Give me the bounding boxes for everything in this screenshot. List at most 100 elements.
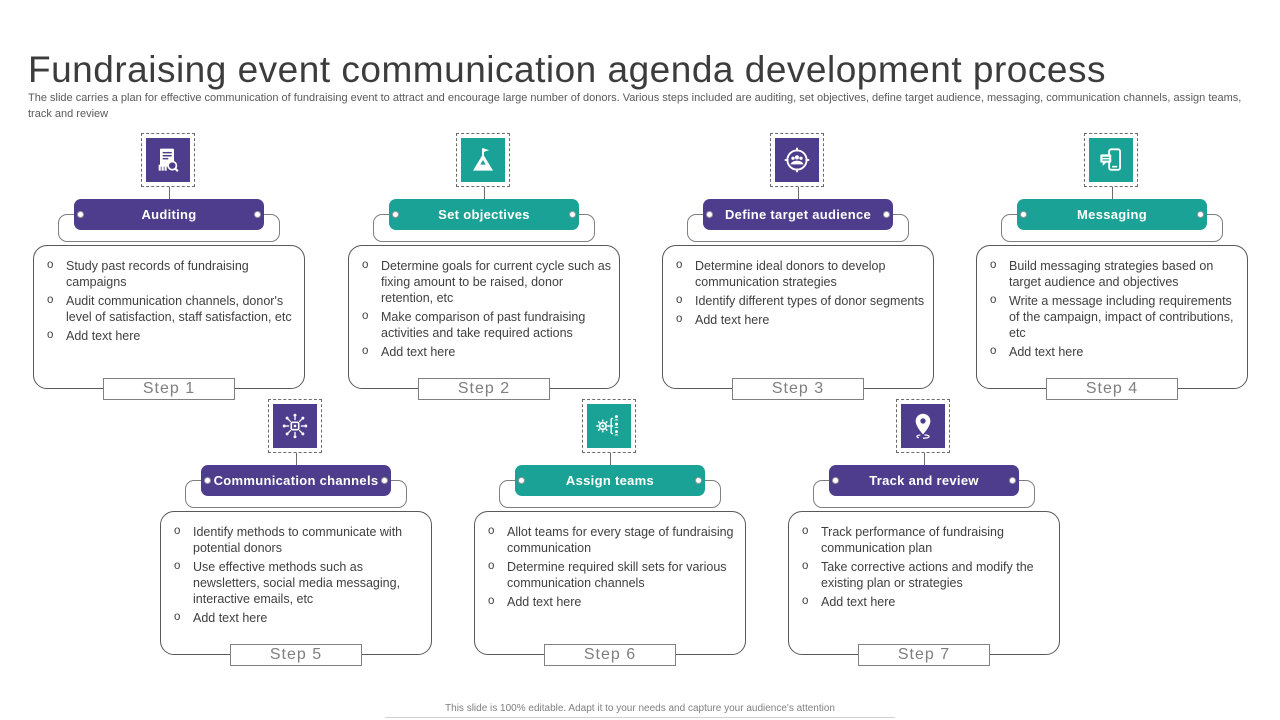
step-header: Set objectives xyxy=(389,199,579,230)
step-label: Step 7 xyxy=(858,644,990,666)
step-icon-frame xyxy=(1084,133,1138,187)
location-pin-icon xyxy=(915,413,931,439)
bullet-item: Determine required skill sets for variou… xyxy=(481,559,737,591)
page-title: Fundraising event communication agenda d… xyxy=(28,48,1106,90)
step-content-box: Build messaging strategies based on targ… xyxy=(976,245,1248,389)
connector-dot-left xyxy=(518,477,525,484)
step-header-group: Track and review xyxy=(788,465,1060,508)
step-label: Step 3 xyxy=(732,378,864,400)
step-header: Define target audience xyxy=(703,199,893,230)
bullet-item: Write a message including requirements o… xyxy=(983,293,1239,341)
step-header-group: Communication channels xyxy=(160,465,432,508)
step-title: Define target audience xyxy=(724,207,872,222)
step-content-box: Allot teams for every stage of fundraisi… xyxy=(474,511,746,655)
footer-note: This slide is 100% editable. Adapt it to… xyxy=(385,703,895,718)
bullet-list: Study past records of fundraising campai… xyxy=(40,258,296,344)
bullet-list: Determine ideal donors to develop commun… xyxy=(669,258,925,328)
bullet-item: Add text here xyxy=(355,344,611,360)
step-content-box: Study past records of fundraising campai… xyxy=(33,245,305,389)
connector-dot-right xyxy=(1009,477,1016,484)
step-header: Communication channels xyxy=(201,465,391,496)
step-label: Step 1 xyxy=(103,378,235,400)
bullet-item: Add text here xyxy=(40,328,296,344)
step-header: Track and review xyxy=(829,465,1019,496)
connector-dot-right xyxy=(883,211,890,218)
step-header: Assign teams xyxy=(515,465,705,496)
bullet-item: Add text here xyxy=(795,594,1051,610)
connector-line xyxy=(169,187,170,199)
connector-line xyxy=(610,453,611,465)
step-label-text: Step 5 xyxy=(269,646,323,663)
step-label-text: Step 7 xyxy=(897,646,951,663)
step-icon-box xyxy=(461,138,505,182)
bullet-list: Allot teams for every stage of fundraisi… xyxy=(481,524,737,610)
connector-dot-left xyxy=(706,211,713,218)
step-column: Auditing Study past records of fundraisi… xyxy=(33,133,305,400)
step-icon-frame xyxy=(141,133,195,187)
connector-dot-right xyxy=(254,211,261,218)
step-title: Auditing xyxy=(141,207,197,222)
connector-dot-right xyxy=(381,477,388,484)
network-hub-icon xyxy=(282,413,308,439)
target-audience-icon xyxy=(784,147,810,173)
connector-line xyxy=(296,453,297,465)
bullet-item: Determine ideal donors to develop commun… xyxy=(669,258,925,290)
bullet-list: Track performance of fundraising communi… xyxy=(795,524,1051,610)
goal-flag-mountain-icon xyxy=(473,148,493,171)
bullet-item: Track performance of fundraising communi… xyxy=(795,524,1051,556)
step-title: Set objectives xyxy=(438,207,530,222)
step-icon-frame xyxy=(582,399,636,453)
step-header: Messaging xyxy=(1017,199,1207,230)
bullet-item: Make comparison of past fundraising acti… xyxy=(355,309,611,341)
bullet-item: Add text here xyxy=(481,594,737,610)
connector-dot-left xyxy=(832,477,839,484)
step-column: Assign teams Allot teams for every stage… xyxy=(474,399,746,666)
mobile-message-icon xyxy=(1100,148,1122,171)
bullet-item: Study past records of fundraising campai… xyxy=(40,258,296,290)
connector-line xyxy=(798,187,799,199)
slide-subtitle: The slide carries a plan for effective c… xyxy=(28,92,1242,120)
step-icon-box xyxy=(273,404,317,448)
step-label: Step 6 xyxy=(544,644,676,666)
bullet-item: Use effective methods such as newsletter… xyxy=(167,559,423,607)
bullet-item: Audit communication channels, donor's le… xyxy=(40,293,296,325)
step-icon-box xyxy=(146,138,190,182)
bullet-item: Build messaging strategies based on targ… xyxy=(983,258,1239,290)
step-icon-box xyxy=(901,404,945,448)
step-header-group: Set objectives xyxy=(348,199,620,242)
step-content-box: Determine goals for current cycle such a… xyxy=(348,245,620,389)
step-column: Set objectives Determine goals for curre… xyxy=(348,133,620,400)
step-header: Auditing xyxy=(74,199,264,230)
connector-dot-right xyxy=(1197,211,1204,218)
step-label-text: Step 2 xyxy=(457,380,511,397)
step-column: Communication channels Identify methods … xyxy=(160,399,432,666)
team-structure-gear-icon xyxy=(596,415,619,436)
step-column: Track and review Track performance of fu… xyxy=(788,399,1060,666)
bullet-list: Build messaging strategies based on targ… xyxy=(983,258,1239,360)
step-icon-frame xyxy=(896,399,950,453)
step-icon-box xyxy=(1089,138,1133,182)
step-label-text: Step 3 xyxy=(771,380,825,397)
connector-dot-left xyxy=(77,211,84,218)
step-icon-frame xyxy=(268,399,322,453)
step-icon-frame xyxy=(456,133,510,187)
step-label: Step 4 xyxy=(1046,378,1178,400)
step-label-text: Step 1 xyxy=(142,380,196,397)
connector-line xyxy=(1112,187,1113,199)
step-header-group: Define target audience xyxy=(662,199,934,242)
step-header-group: Messaging xyxy=(976,199,1248,242)
bullet-item: Identify methods to communicate with pot… xyxy=(167,524,423,556)
bullet-list: Identify methods to communicate with pot… xyxy=(167,524,423,626)
connector-line xyxy=(924,453,925,465)
connector-line xyxy=(484,187,485,199)
step-column: Define target audience Determine ideal d… xyxy=(662,133,934,400)
step-content-box: Determine ideal donors to develop commun… xyxy=(662,245,934,389)
bullet-item: Determine goals for current cycle such a… xyxy=(355,258,611,306)
connector-dot-left xyxy=(204,477,211,484)
step-title: Messaging xyxy=(1077,207,1147,222)
step-icon-frame xyxy=(770,133,824,187)
step-title: Communication channels xyxy=(213,473,379,488)
bullet-item: Allot teams for every stage of fundraisi… xyxy=(481,524,737,556)
step-content-box: Identify methods to communicate with pot… xyxy=(160,511,432,655)
connector-dot-left xyxy=(392,211,399,218)
